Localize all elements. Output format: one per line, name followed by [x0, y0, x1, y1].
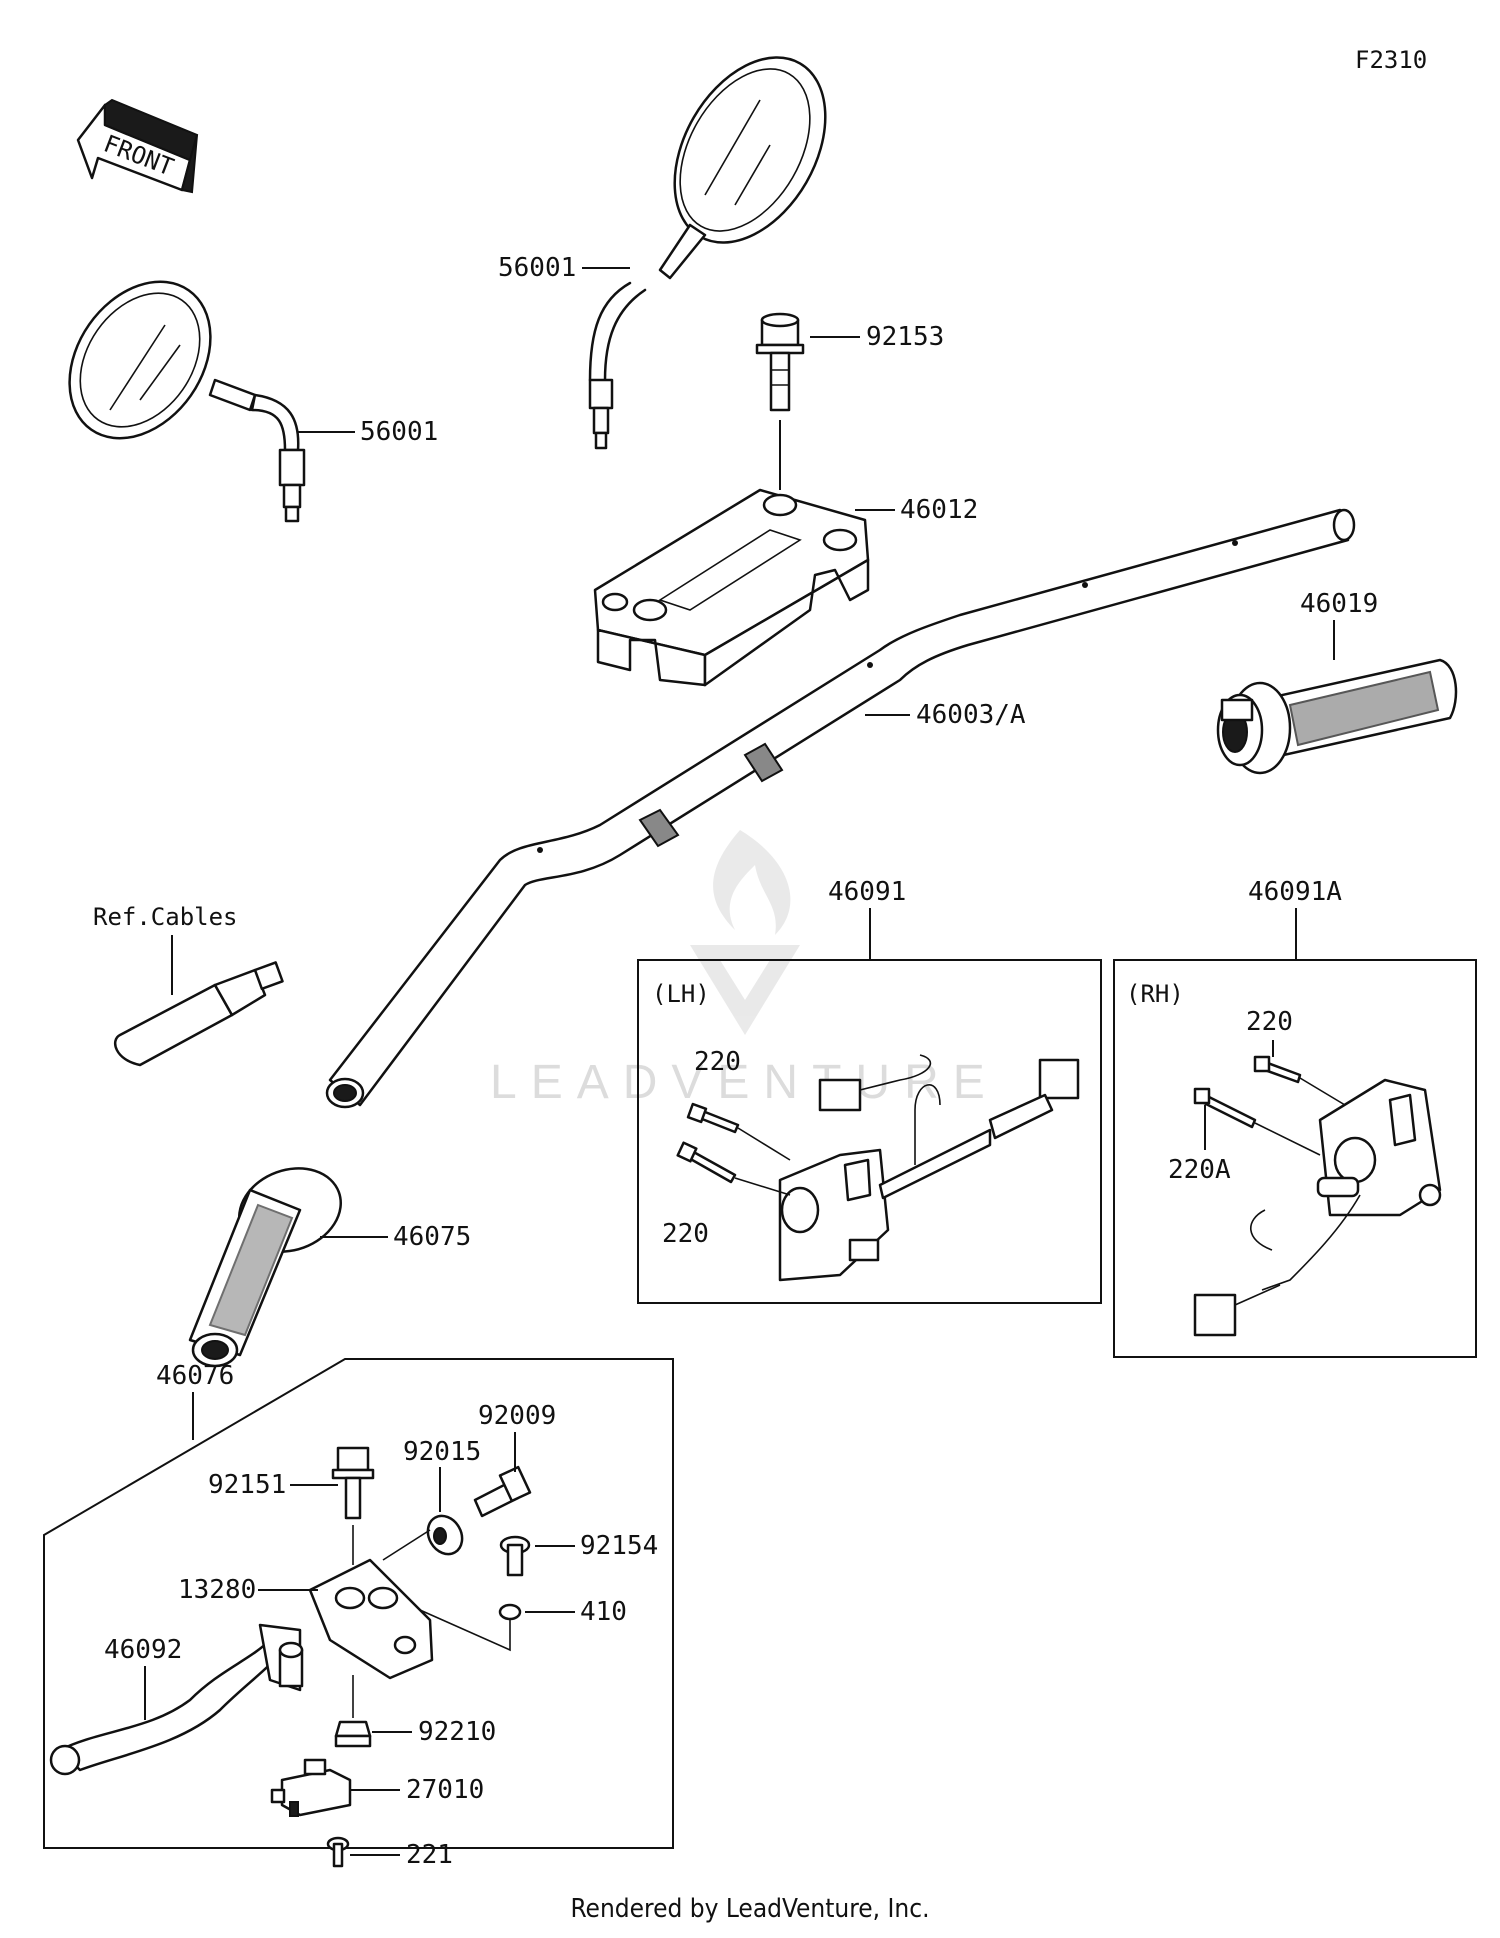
front-arrow-icon: FRONT	[76, 98, 199, 194]
figure-code: F2310	[1355, 46, 1427, 74]
label-46075: 46075	[393, 1222, 471, 1252]
throttle-grip-46019	[1216, 658, 1458, 775]
label-lh-220-a: 220	[694, 1047, 741, 1077]
screw-rh-220A	[1193, 1087, 1257, 1129]
adjuster-92009	[473, 1465, 532, 1518]
label-27010: 27010	[406, 1775, 484, 1805]
label-46012: 46012	[900, 495, 978, 525]
rh-switch-46091A	[1193, 1078, 1442, 1337]
bolt-92153	[755, 312, 805, 412]
label-92151: 92151	[208, 1470, 286, 1500]
label-410: 410	[580, 1597, 627, 1627]
label-46019: 46019	[1300, 589, 1378, 619]
label-92009: 92009	[478, 1401, 556, 1431]
screw-rh-220	[1253, 1055, 1302, 1084]
watermark-text: LEADVENTURE	[490, 1056, 999, 1109]
handlebar-46003	[325, 508, 1356, 1109]
label-92210: 92210	[418, 1717, 496, 1747]
cable-end	[114, 961, 284, 1067]
label-221: 221	[406, 1840, 453, 1870]
label-46091: 46091	[828, 877, 906, 907]
screw-92154	[499, 1535, 531, 1577]
screw-lh-lower	[676, 1141, 737, 1184]
watermark-logo	[690, 830, 800, 1035]
mirror-right	[588, 56, 827, 450]
label-92154: 92154	[580, 1531, 658, 1561]
screw-221	[326, 1836, 350, 1868]
label-rh-220: 220	[1246, 1007, 1293, 1037]
label-mirror-top: 56001	[498, 253, 576, 283]
lh-tag: (LH)	[652, 980, 710, 1008]
label-46003A: 46003/A	[916, 700, 1026, 730]
label-mirror-left: 56001	[360, 417, 438, 447]
nut-92210	[334, 1720, 372, 1748]
stop-switch-27010	[270, 1758, 352, 1817]
nut-92015	[426, 1514, 464, 1556]
mirror-left	[68, 280, 306, 523]
label-46091A: 46091A	[1248, 877, 1342, 907]
knurl-band-1	[638, 808, 680, 848]
screw-lh-upper	[686, 1102, 740, 1134]
handlebar-holder-46012	[593, 488, 870, 687]
ref-cables-label: Ref.Cables	[93, 903, 238, 931]
label-46092: 46092	[104, 1635, 182, 1665]
lever-assembly-box	[43, 1358, 674, 1849]
label-46076: 46076	[156, 1361, 234, 1391]
lh-switch-46091	[778, 1054, 1080, 1282]
label-rh-220A: 220A	[1168, 1155, 1231, 1185]
knurl-band-2	[743, 742, 784, 783]
lever-46092	[49, 1623, 304, 1776]
lever-holder-13280	[308, 1558, 434, 1680]
bolt-92151	[331, 1446, 375, 1520]
left-grip-46075	[188, 1167, 342, 1368]
label-92153: 92153	[866, 322, 944, 352]
label-lh-220-b: 220	[662, 1219, 709, 1249]
label-13280: 13280	[178, 1575, 256, 1605]
label-92015: 92015	[403, 1437, 481, 1467]
footer-credit: Rendered by LeadVenture, Inc.	[570, 1894, 930, 1924]
washer-410	[498, 1603, 522, 1621]
rh-tag: (RH)	[1126, 980, 1184, 1008]
